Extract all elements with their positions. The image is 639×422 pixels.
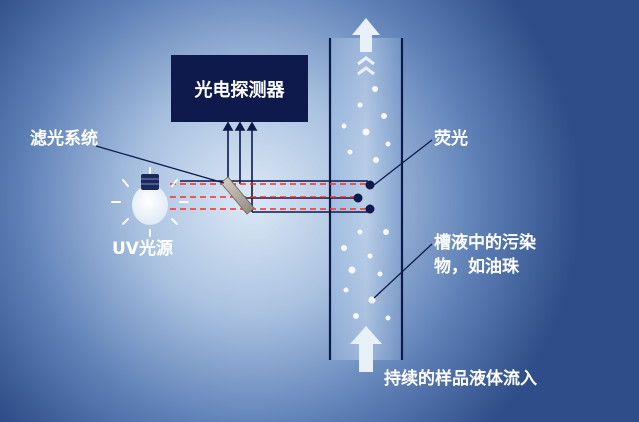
contaminant-label-line1: 槽液中的污染 <box>434 233 536 253</box>
light-beams <box>170 180 370 213</box>
filter-system-label: 滤光系统 <box>30 129 98 149</box>
leader-lines <box>95 139 433 299</box>
fluorescent-particles <box>353 180 375 214</box>
photodetector-box: 光电探测器 <box>171 55 308 122</box>
uv-lamp-icon <box>111 167 189 237</box>
flow-tube <box>328 38 404 360</box>
sample-inflow-label: 持续的样品液体流入 <box>384 369 537 389</box>
contaminant-droplets <box>341 86 391 321</box>
fluorescence-label: 荧光 <box>434 129 468 149</box>
photodetector-label: 光电探测器 <box>194 79 285 101</box>
filter-element <box>220 176 255 215</box>
flow-arrow-bottom <box>350 326 382 372</box>
flow-arrow-top <box>352 18 380 76</box>
uv-source-label: UV光源 <box>112 239 173 259</box>
contaminant-label-line2: 物，如油珠 <box>434 257 519 277</box>
